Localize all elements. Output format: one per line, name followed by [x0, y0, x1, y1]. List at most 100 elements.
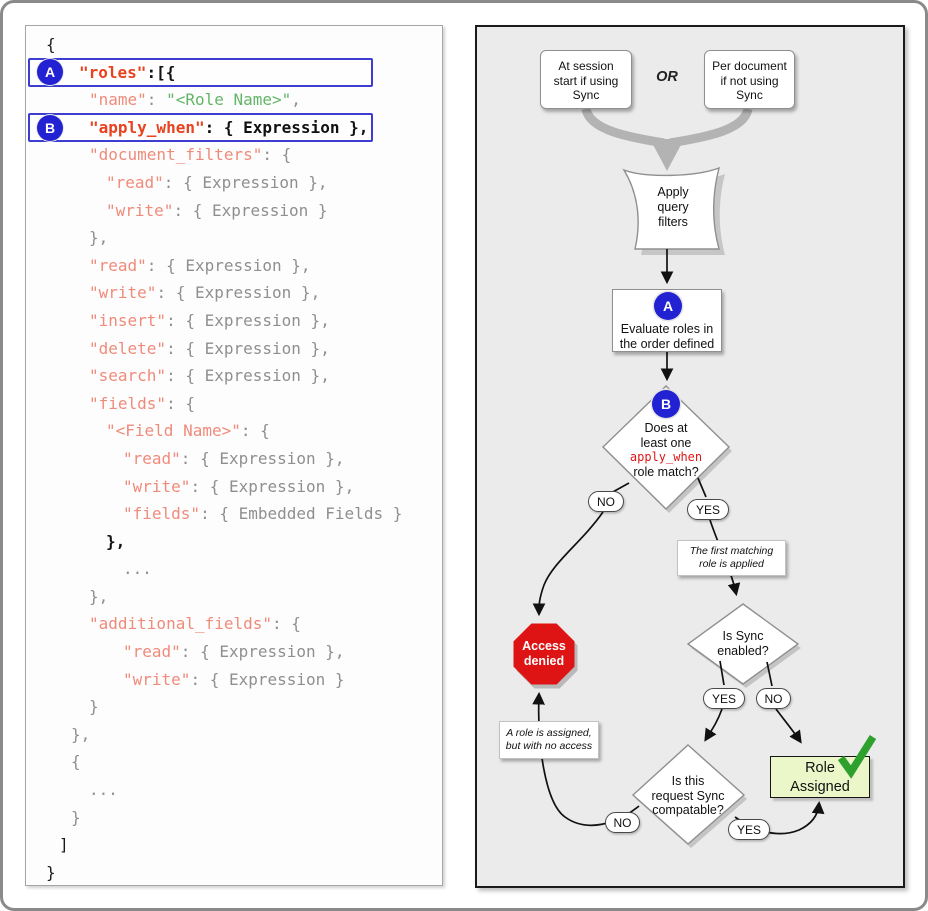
code-segment: "fields"	[123, 504, 201, 524]
code-segment: : { Expression },	[166, 338, 330, 358]
code-segment: : { Expression },	[166, 310, 330, 330]
code-segment: },	[89, 586, 109, 606]
code-segment: : { Expression },	[180, 448, 345, 468]
json-code-panel: {A"roles":[{"name": "<Role Name>",B"appl…	[25, 25, 443, 886]
code-line: "name": "<Role Name>",	[26, 86, 442, 114]
code-segment: {	[71, 752, 81, 772]
arrow-syncno-to-role	[775, 708, 802, 744]
or-label: OR	[656, 69, 678, 85]
code-segment: },	[71, 724, 91, 744]
code-segment: ,	[291, 90, 301, 110]
merge-arrow-icon	[581, 107, 753, 171]
code-segment: "delete"	[89, 338, 167, 358]
check-icon	[835, 731, 879, 779]
code-line: {	[26, 31, 442, 59]
code-line: ...	[26, 776, 442, 804]
arrow-syncyes-to-compatible	[704, 708, 723, 742]
code-segment: "insert"	[89, 310, 167, 330]
badge-a-icon: A	[654, 292, 682, 320]
code-line: },	[26, 528, 442, 556]
code-line: }	[26, 693, 442, 721]
code-segment: ...	[123, 559, 152, 579]
pill-no-applywhen: NO	[588, 491, 624, 512]
access-denied-label: Access denied	[522, 639, 566, 668]
diamond-apply-when-shape	[601, 385, 732, 513]
code-segment: : {	[166, 393, 195, 413]
evaluate-roles-box: A Evaluate roles in the order defined	[612, 289, 722, 352]
arrow-compatno-to-access-denied	[532, 691, 640, 827]
code-segment: ...	[89, 780, 118, 800]
code-segment: "additional_fields"	[89, 614, 273, 634]
diamond-sync-enabled-shape	[686, 603, 801, 688]
apply-filters-label: Apply query filters	[657, 185, 689, 229]
apply-when-question-pre: Does at least one	[640, 421, 692, 450]
code-line: "<Field Name>": {	[26, 417, 442, 445]
code-segment: "<Field Name>"	[106, 421, 241, 441]
code-segment: "read"	[123, 642, 181, 662]
code-segment: }	[71, 807, 81, 827]
apply-filters-shape	[622, 166, 725, 255]
code-line: "search": { Expression },	[26, 362, 442, 390]
stop-sign-icon	[513, 623, 578, 689]
code-line: "delete": { Expression },	[26, 335, 442, 363]
code-line-highlighted: B"apply_when": { Expression },	[28, 112, 373, 143]
code-segment: "<Role Name>"	[166, 90, 292, 110]
edge-sync-no	[766, 661, 773, 687]
code-segment: }	[89, 697, 99, 717]
code-line: "read": { Expression },	[26, 445, 442, 473]
pill-no-sync: NO	[756, 688, 791, 709]
code-segment: : {	[272, 614, 301, 634]
code-segment: : { Expression }	[173, 200, 328, 220]
code-segment: : { Expression },	[146, 255, 311, 275]
code-line: ...	[26, 555, 442, 583]
code-line: "fields": {	[26, 390, 442, 418]
sync-enabled-label: Is Sync enabled?	[717, 629, 769, 658]
diamond-sync-compatible-shape	[631, 744, 747, 848]
code-segment: "read"	[106, 172, 164, 192]
code-line: "write": { Expression }	[26, 197, 442, 225]
arrow-no-to-access-denied	[532, 511, 604, 617]
code-line: },	[26, 583, 442, 611]
code-segment: "fields"	[89, 393, 167, 413]
code-segment: "search"	[89, 366, 167, 386]
code-segment: {	[46, 35, 56, 54]
code-line: "fields": { Embedded Fields }	[26, 500, 442, 528]
code-segment: : { Expression }	[190, 669, 345, 689]
code-line: "read": { Expression },	[26, 638, 442, 666]
code-line: {	[26, 748, 442, 776]
badge-a-icon: A	[37, 59, 63, 86]
code-segment: : { Expression },	[166, 366, 330, 386]
badge-b-icon: B	[37, 114, 63, 141]
code-line: },	[26, 721, 442, 749]
note-role-no-access: A role is assigned, but with no access	[499, 721, 599, 759]
code-line-highlighted: A "roles":[{	[28, 57, 373, 88]
apply-when-diamond-label: Does at least one apply_when role match?	[606, 421, 726, 479]
code-line: }	[26, 859, 442, 885]
code-line: "write": { Expression },	[26, 473, 442, 501]
code-segment: : { Expression },	[190, 476, 355, 496]
code-line: }	[26, 804, 442, 832]
pill-yes-sync: YES	[703, 688, 745, 709]
pill-no-compatible: NO	[605, 812, 640, 833]
note-first-matching: The first matching role is applied	[677, 540, 786, 576]
code-line: "write": { Expression }	[26, 666, 442, 694]
code-line: "read": { Expression },	[26, 252, 442, 280]
code-line: ]	[26, 831, 442, 859]
code-line: "write": { Expression },	[26, 279, 442, 307]
code-segment: "read"	[123, 448, 181, 468]
code-segment: }	[46, 862, 56, 882]
code-segment: ]	[59, 835, 69, 855]
code-line: "document_filters": {	[26, 141, 442, 169]
pill-yes-applywhen: YES	[687, 499, 729, 520]
pill-yes-compatible: YES	[728, 819, 770, 840]
code-segment: "apply_when"	[89, 117, 205, 137]
code-segment: :	[146, 90, 167, 110]
code-segment: "roles"	[79, 62, 147, 82]
code-segment: "write"	[123, 476, 191, 496]
code-segment: :[{	[146, 62, 176, 82]
code-segment: "name"	[89, 90, 147, 110]
code-line: "additional_fields": {	[26, 610, 442, 638]
code-line: },	[26, 224, 442, 252]
code-segment: "write"	[89, 283, 157, 303]
